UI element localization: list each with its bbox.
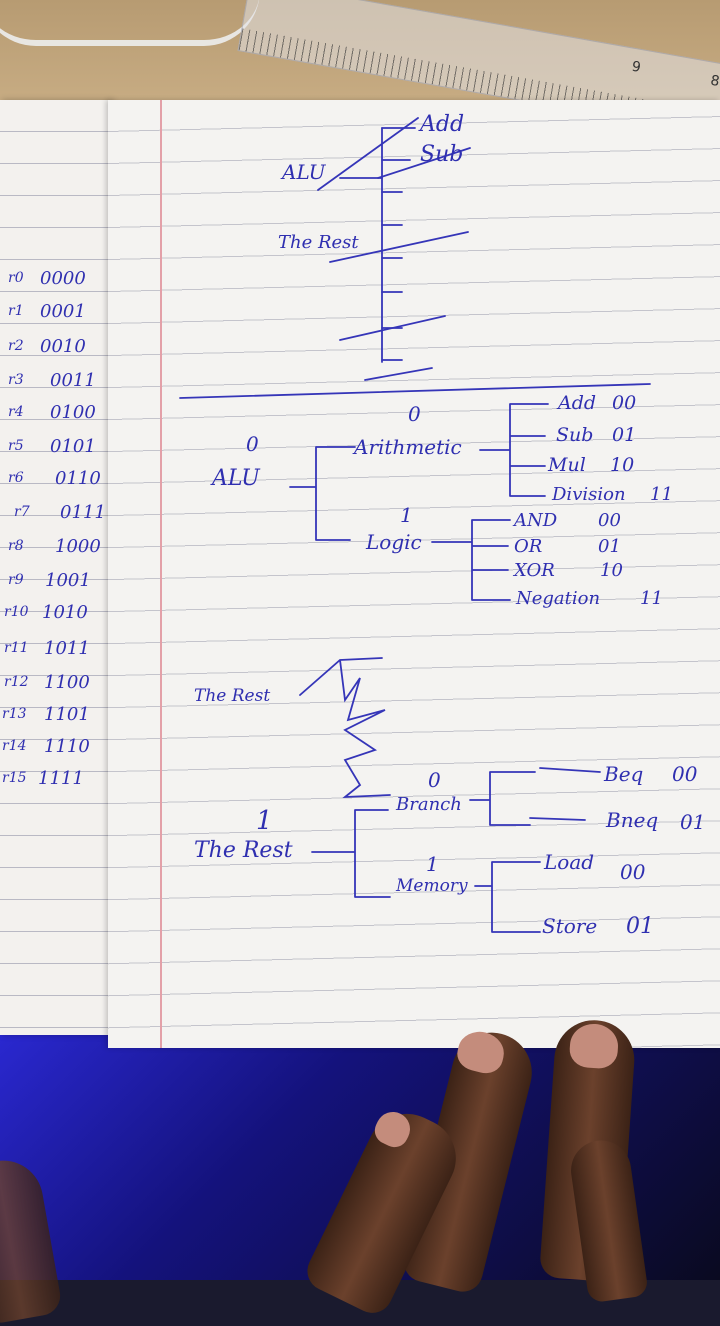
register-name: r6 xyxy=(8,470,24,486)
arithmetic-op-name: Mul xyxy=(548,454,586,476)
arithmetic-op-name: Add xyxy=(558,392,597,414)
alu-root-bit: 0 xyxy=(246,432,259,456)
arithmetic-op-code: 10 xyxy=(610,454,635,476)
rest-root-bit: 1 xyxy=(256,806,273,836)
memory-op-name: Store xyxy=(542,914,598,938)
register-code: 0110 xyxy=(55,468,101,489)
arithmetic-op-code: 01 xyxy=(612,424,637,446)
register-name: r3 xyxy=(8,372,24,388)
register-code: 1111 xyxy=(38,768,84,789)
register-name: r13 xyxy=(2,706,27,722)
arithmetic-label: Arithmetic xyxy=(354,435,462,459)
register-code: 0111 xyxy=(60,502,106,523)
arithmetic-op-code: 11 xyxy=(650,484,673,505)
cable xyxy=(0,0,260,46)
register-code: 0100 xyxy=(50,402,96,423)
logic-op-code: 01 xyxy=(598,536,621,557)
register-name: r5 xyxy=(8,438,24,454)
logic-bit: 1 xyxy=(400,503,413,527)
branch-op-name: Beq xyxy=(604,762,644,786)
rest-root-label: The Rest xyxy=(194,838,293,863)
logic-op-name: Negation xyxy=(516,588,601,609)
logic-op-name: OR xyxy=(514,536,543,557)
branch-op-code: 00 xyxy=(672,762,698,786)
margin-line xyxy=(160,100,162,1048)
register-code: 1101 xyxy=(44,704,90,725)
arithmetic-op-name: Sub xyxy=(556,424,594,446)
scribble-the-rest-label: The Rest xyxy=(194,686,271,706)
draft-add-label: Add xyxy=(420,112,465,137)
arithmetic-op-code: 00 xyxy=(612,392,637,414)
memory-op-name: Load xyxy=(544,850,595,874)
logic-label: Logic xyxy=(366,530,422,554)
register-code: 1100 xyxy=(44,672,90,693)
register-code: 0101 xyxy=(50,436,96,457)
register-name: r1 xyxy=(8,303,24,319)
register-code: 0010 xyxy=(40,336,86,357)
left-notebook-page xyxy=(0,100,112,1035)
memory-label: Memory xyxy=(396,876,468,896)
right-notebook-page xyxy=(108,100,720,1048)
branch-label: Branch xyxy=(396,794,462,815)
logic-op-name: AND xyxy=(514,510,558,531)
logic-op-code: 11 xyxy=(640,588,663,609)
arithmetic-op-name: Division xyxy=(552,484,626,505)
register-code: 1001 xyxy=(45,570,91,591)
register-code: 1000 xyxy=(55,536,101,557)
branch-op-name: Bneq xyxy=(606,808,659,832)
memory-op-code: 00 xyxy=(620,860,646,884)
register-code: 1011 xyxy=(44,638,90,659)
logic-op-name: XOR xyxy=(514,560,555,581)
register-name: r11 xyxy=(4,640,29,656)
logic-op-code: 10 xyxy=(600,560,623,581)
logic-op-code: 00 xyxy=(598,510,621,531)
register-code: 0000 xyxy=(40,268,86,289)
register-code: 1010 xyxy=(42,602,88,623)
branch-op-code: 01 xyxy=(680,810,706,834)
register-code: 1110 xyxy=(44,736,90,757)
register-name: r2 xyxy=(8,338,24,354)
alu-root-label: ALU xyxy=(212,466,260,491)
register-name: r9 xyxy=(8,572,24,588)
branch-bit: 0 xyxy=(428,768,441,792)
ruler-number: 8 xyxy=(709,72,720,90)
ruler-number: 9 xyxy=(630,58,642,77)
register-code: 0011 xyxy=(50,370,96,391)
register-name: r10 xyxy=(4,604,29,620)
register-name: r8 xyxy=(8,538,24,554)
register-code: 0001 xyxy=(40,301,86,322)
draft-sub-label: Sub xyxy=(420,142,464,167)
memory-bit: 1 xyxy=(426,852,439,876)
register-name: r12 xyxy=(4,674,29,690)
draft-the-rest-label: The Rest xyxy=(278,232,359,253)
draft-alu-label: ALU xyxy=(282,160,326,184)
register-name: r0 xyxy=(8,270,24,286)
register-name: r4 xyxy=(8,404,24,420)
register-name: r7 xyxy=(14,504,30,520)
arithmetic-bit: 0 xyxy=(408,402,421,426)
register-name: r15 xyxy=(2,770,27,786)
register-name: r14 xyxy=(2,738,27,754)
memory-op-code: 01 xyxy=(626,914,654,939)
